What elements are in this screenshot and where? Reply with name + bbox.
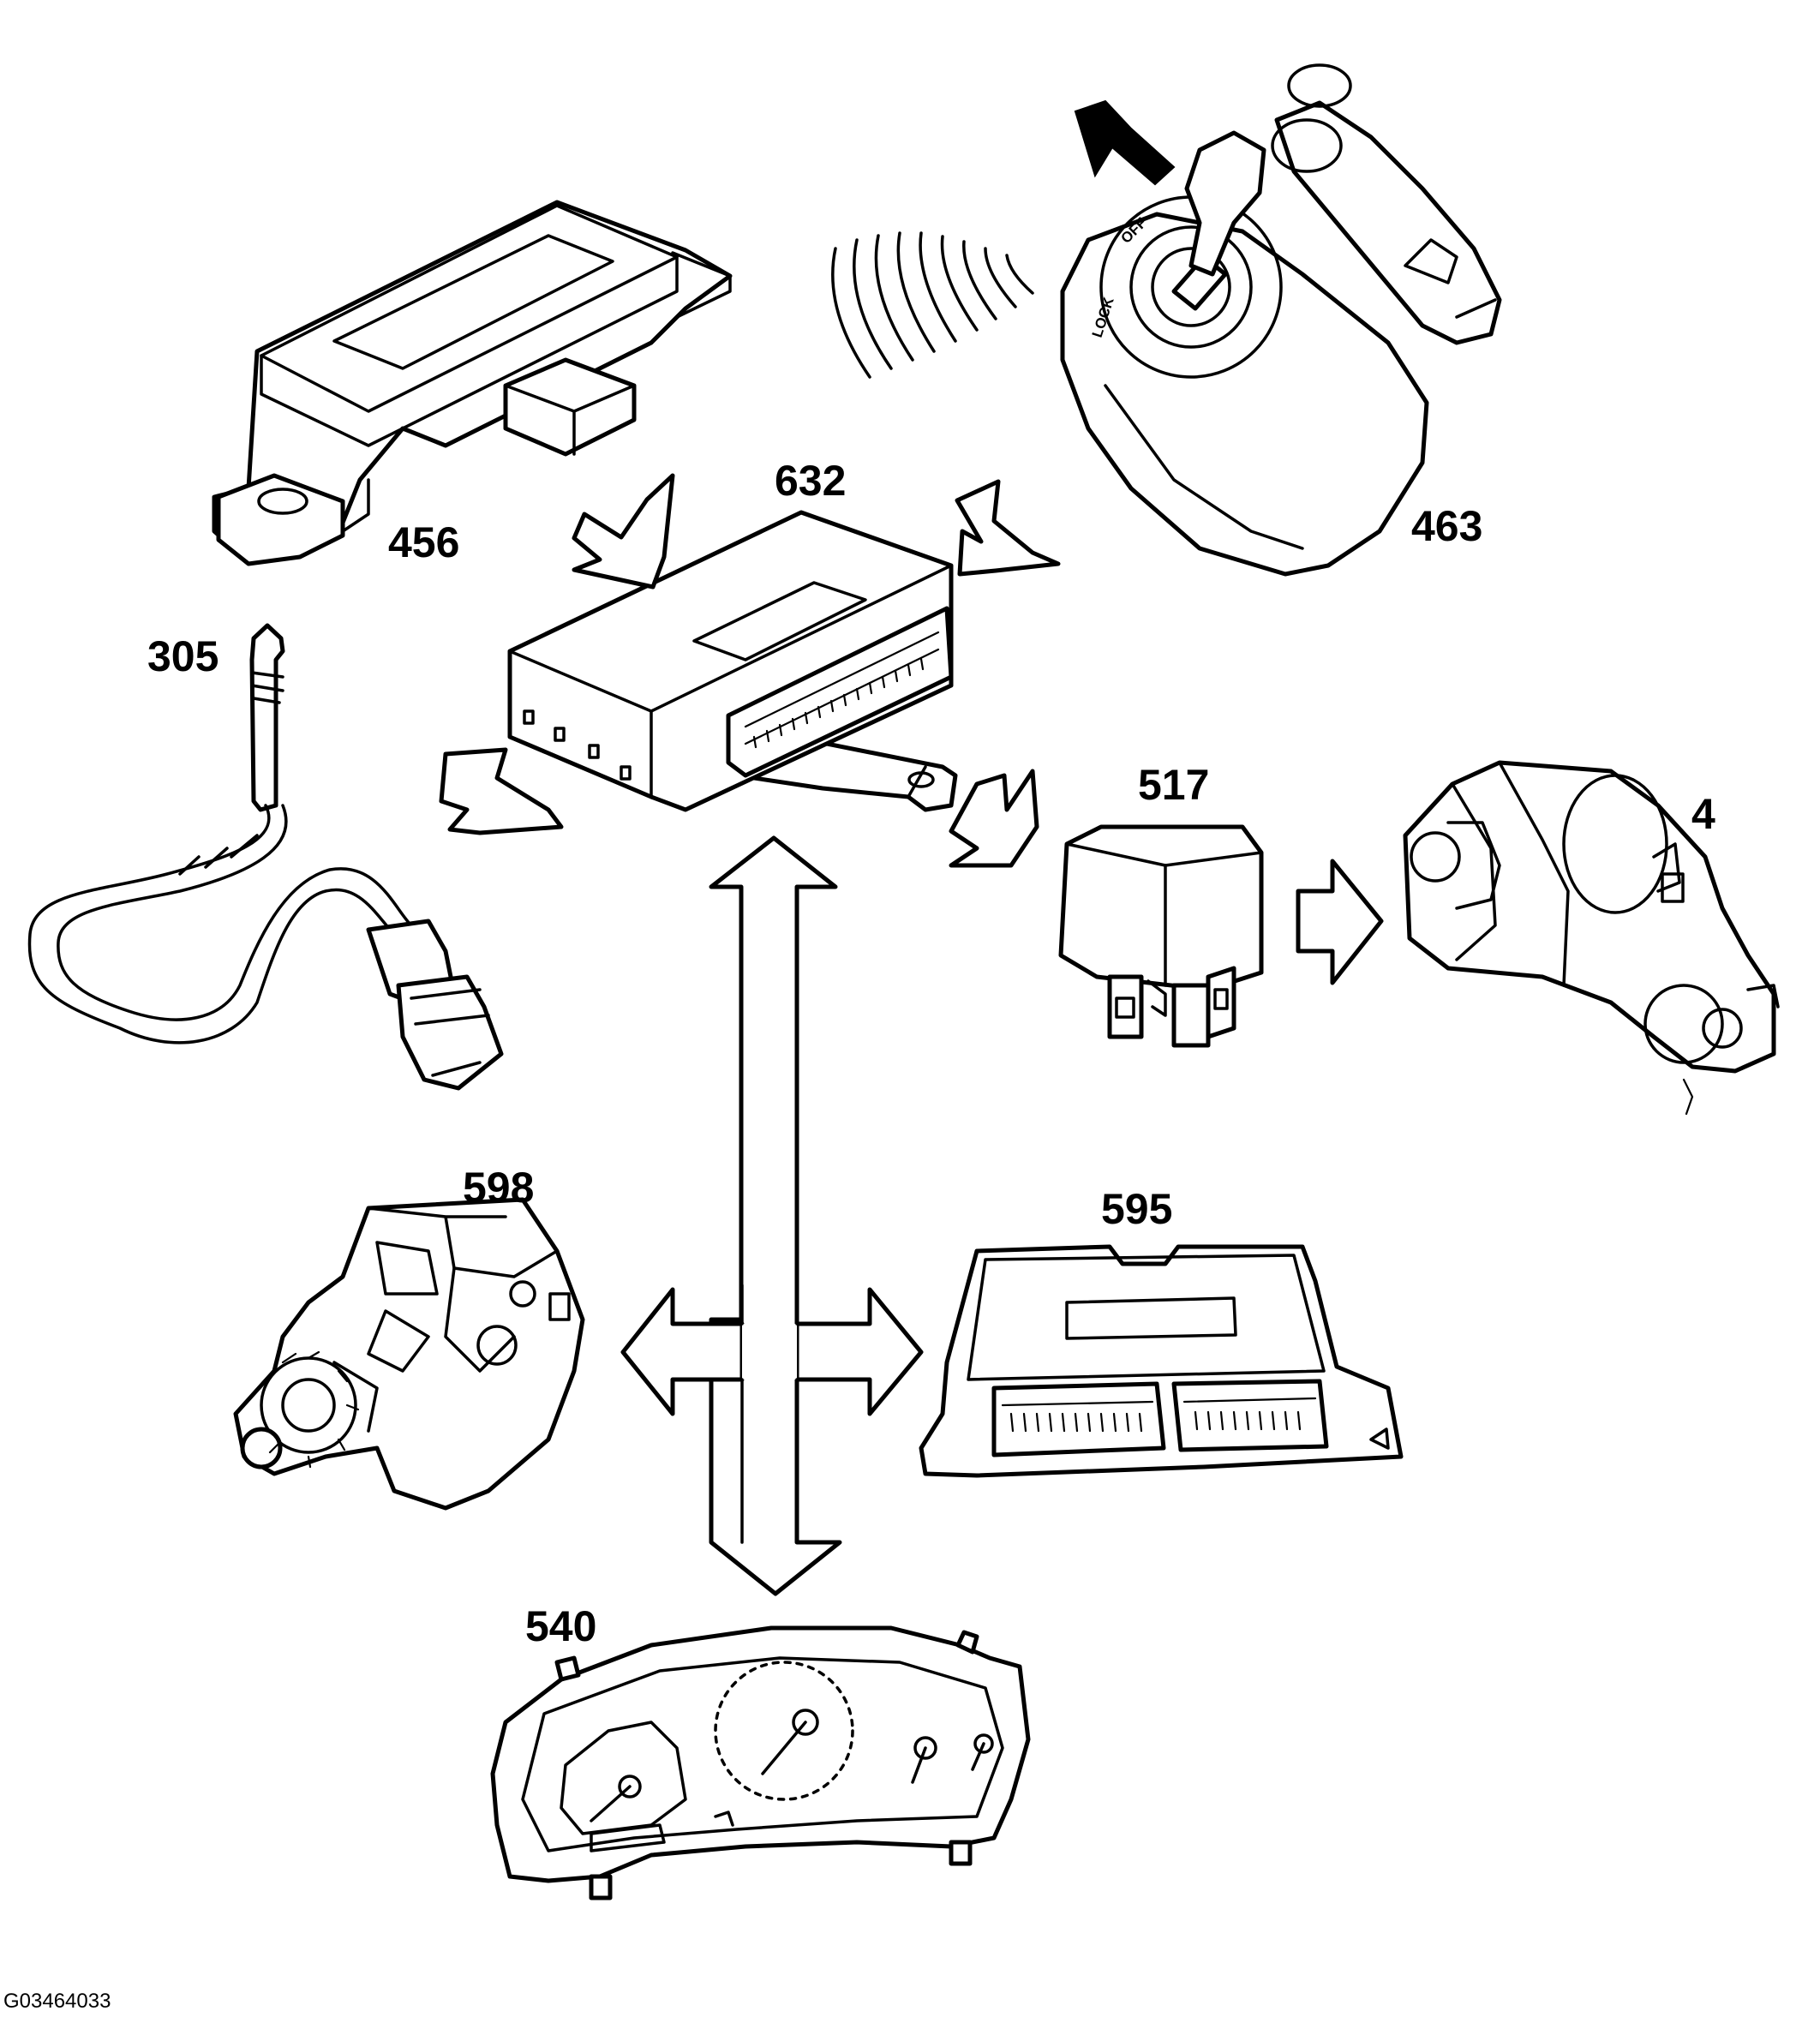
callout-517: 517 — [1138, 761, 1210, 809]
arrow-517-to-4 — [1296, 859, 1384, 985]
instrument-cluster-icon — [490, 1625, 1031, 1900]
arrow-463-to-632 — [955, 479, 1061, 577]
vertical-bus-arrow — [709, 835, 842, 1596]
callout-463: 463 — [1411, 502, 1483, 550]
flow-arrows — [439, 473, 1384, 985]
callout-305: 305 — [147, 632, 219, 680]
ignition-switch-key-icon: LOCK OFF — [1060, 63, 1502, 577]
arrow-632-to-305 — [439, 747, 564, 835]
bus-arrows — [620, 835, 924, 1596]
starter-motor-icon — [1403, 760, 1780, 1116]
sensor-harness-icon — [27, 623, 504, 1091]
figure-id-label: G03464033 — [3, 1990, 111, 2013]
callout-632: 632 — [775, 457, 847, 505]
engine-control-module-icon — [919, 1244, 1404, 1478]
receiver-module-icon — [212, 200, 733, 566]
callout-595: 595 — [1101, 1185, 1173, 1233]
callout-598: 598 — [463, 1164, 535, 1212]
callout-456: 456 — [388, 518, 460, 566]
signal-waves-icon — [831, 231, 1034, 379]
relay-icon — [1058, 824, 1264, 1048]
arrow-632-to-517 — [949, 769, 1039, 868]
callout-4: 4 — [1691, 790, 1715, 838]
control-module-icon — [507, 510, 958, 812]
arrow-456-to-632 — [572, 473, 675, 590]
callout-540: 540 — [525, 1602, 597, 1650]
injection-pump-icon — [233, 1197, 585, 1511]
